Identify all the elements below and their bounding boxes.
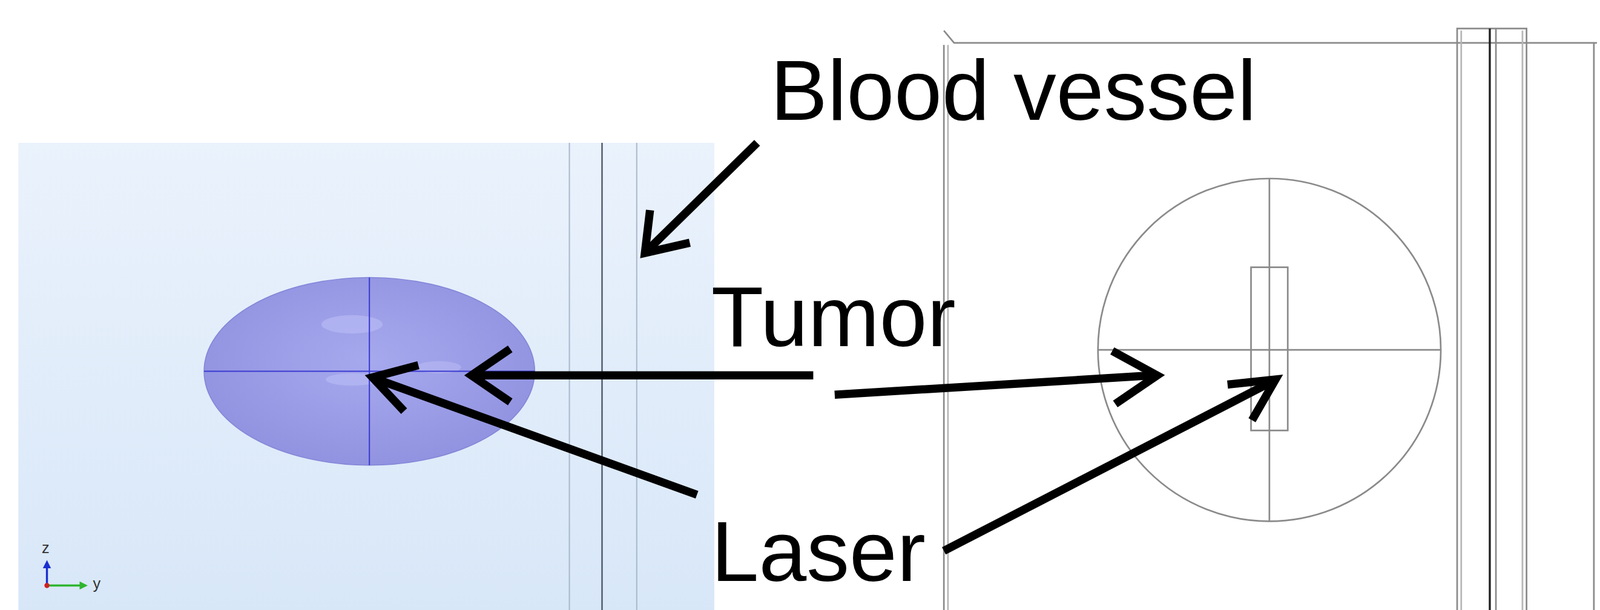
axis-label: z xyxy=(41,540,50,556)
callout-label: Tumor xyxy=(711,274,956,361)
leader-arrows xyxy=(372,142,1276,551)
callout-label: Laser xyxy=(711,509,926,596)
callout-label: Blood vessel xyxy=(770,47,1257,134)
axis-label: y xyxy=(92,576,101,592)
